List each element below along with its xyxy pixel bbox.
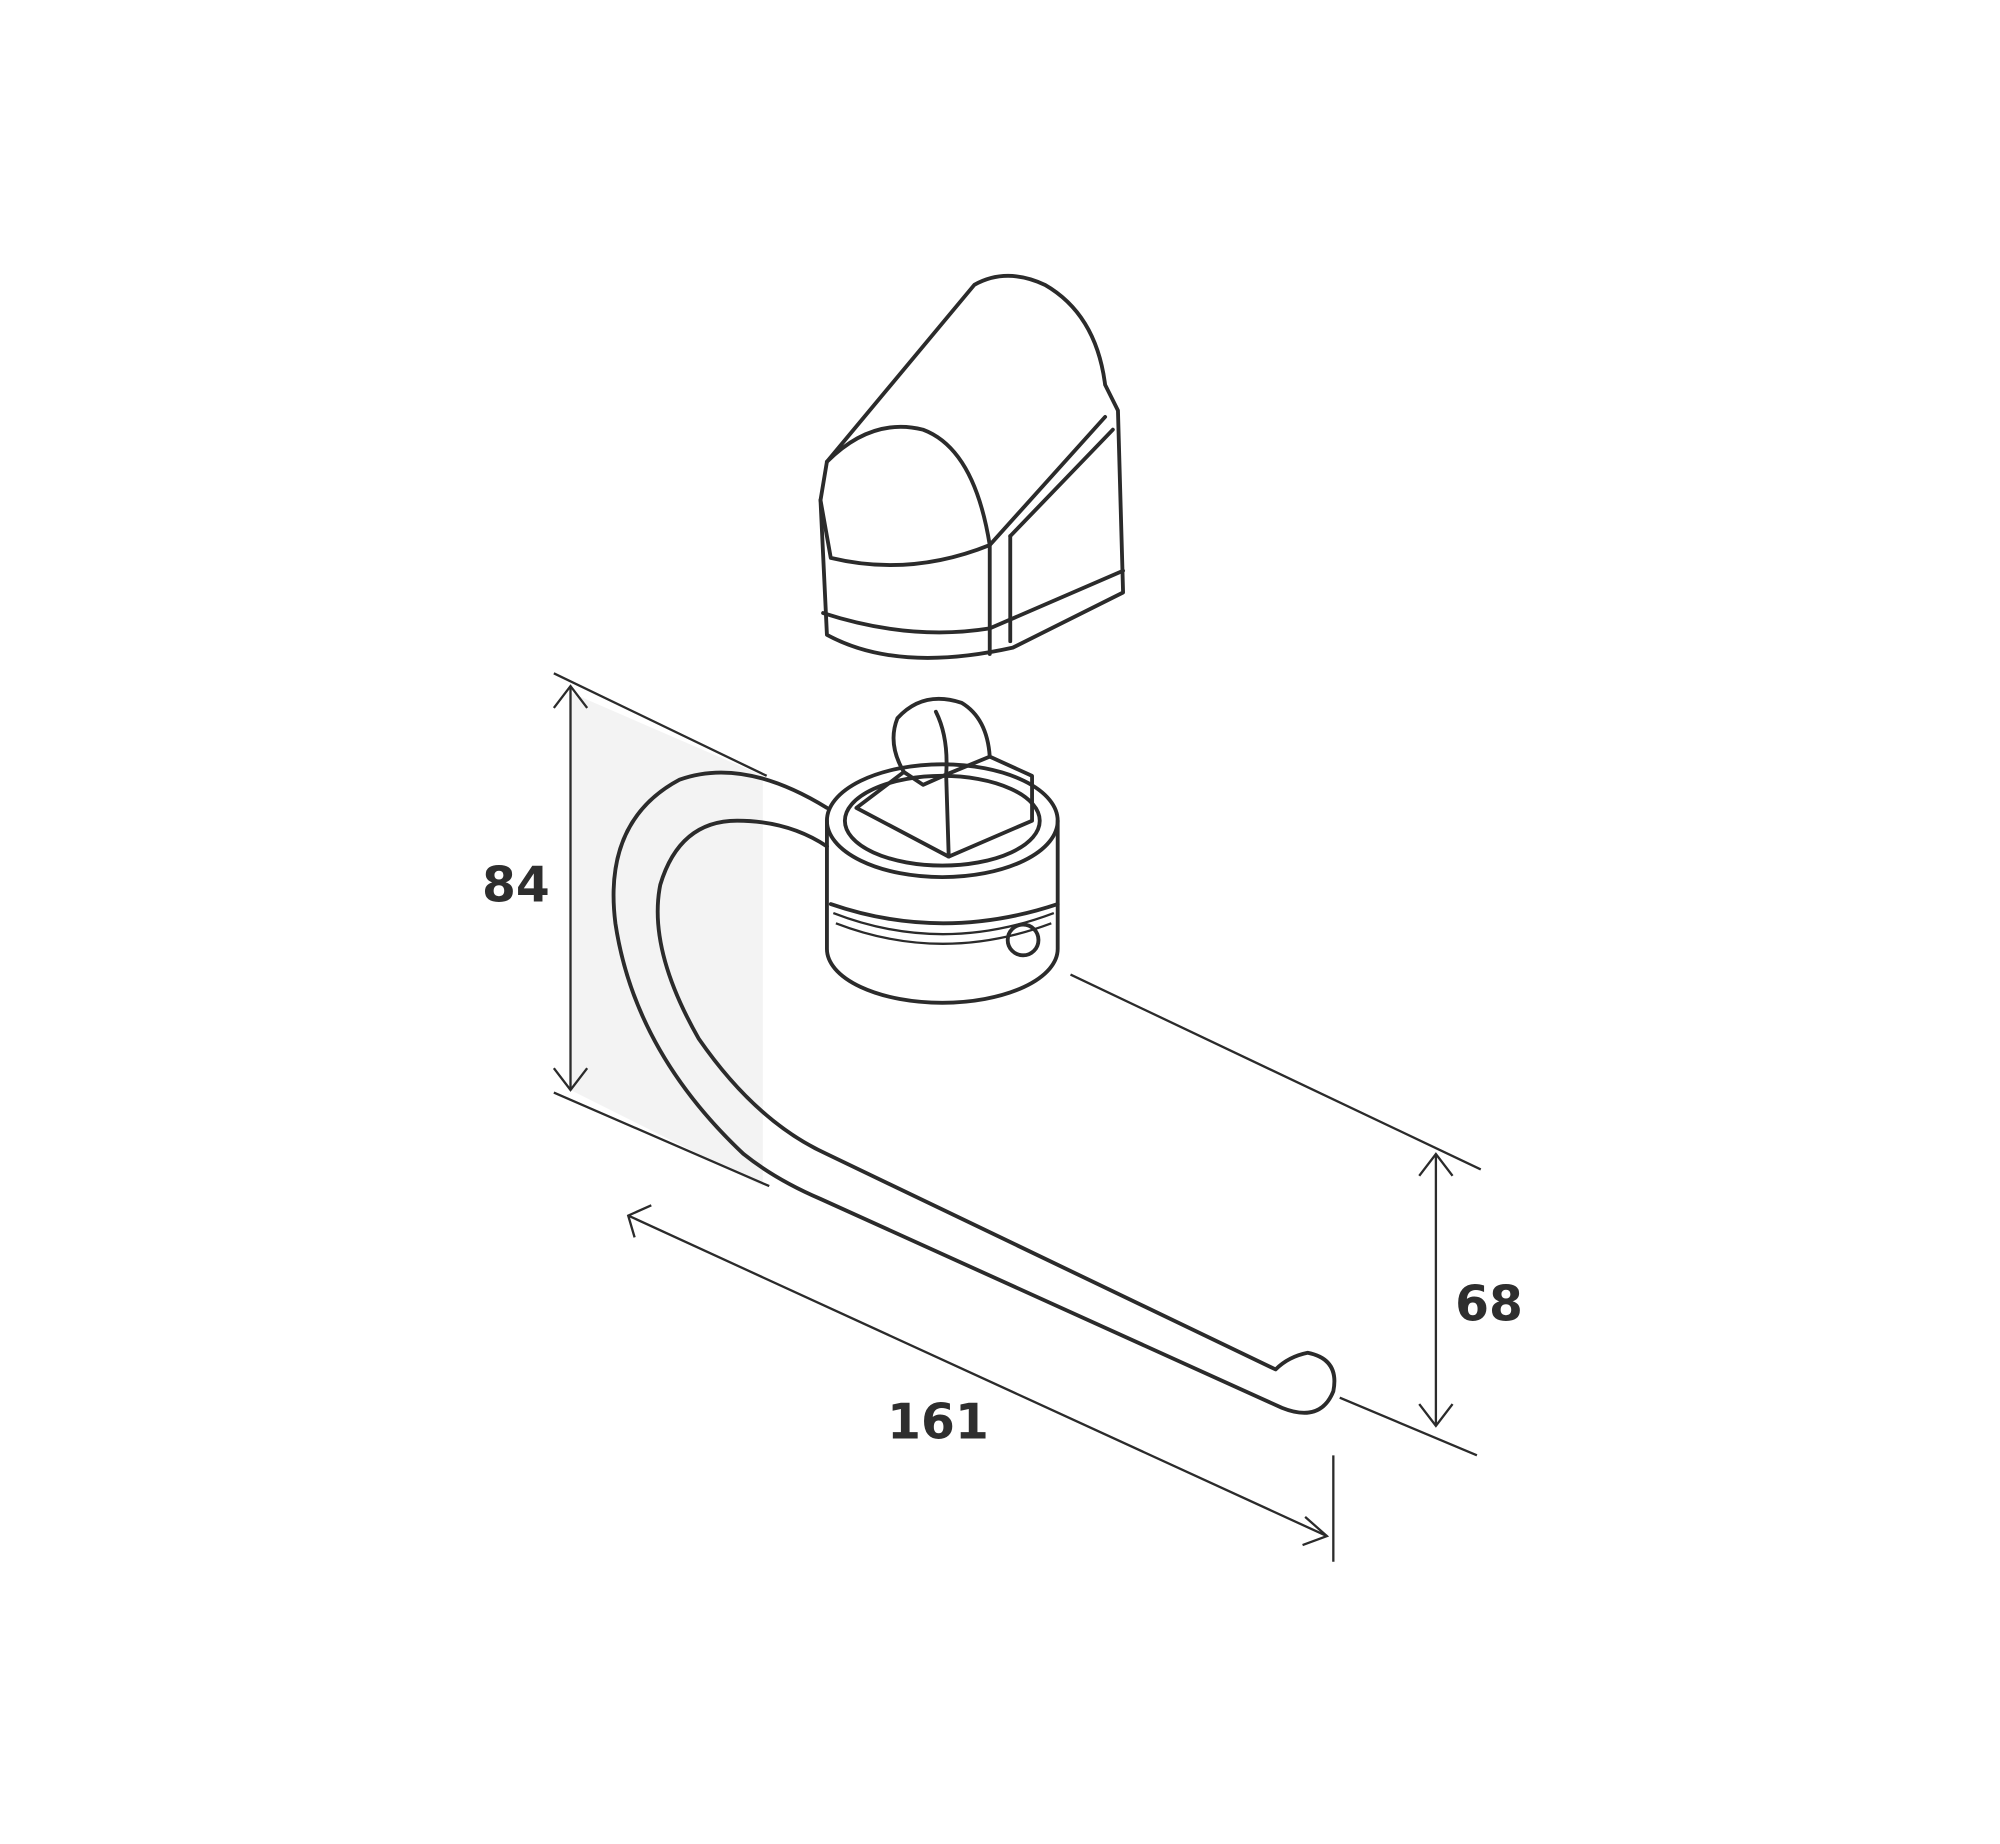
dimension-label-height: 84 bbox=[482, 857, 550, 913]
dimension-height: 84 bbox=[482, 672, 770, 1188]
wall-mount-base bbox=[825, 696, 1060, 1005]
dimension-label-depth: 68 bbox=[1455, 1277, 1523, 1333]
towel-hook bbox=[611, 770, 1337, 1415]
dimension-label-length: 161 bbox=[887, 1395, 989, 1451]
dimension-depth: 68 bbox=[1070, 973, 1523, 1457]
dimension-length: 161 bbox=[626, 1204, 1335, 1562]
cover-cap bbox=[818, 274, 1125, 660]
